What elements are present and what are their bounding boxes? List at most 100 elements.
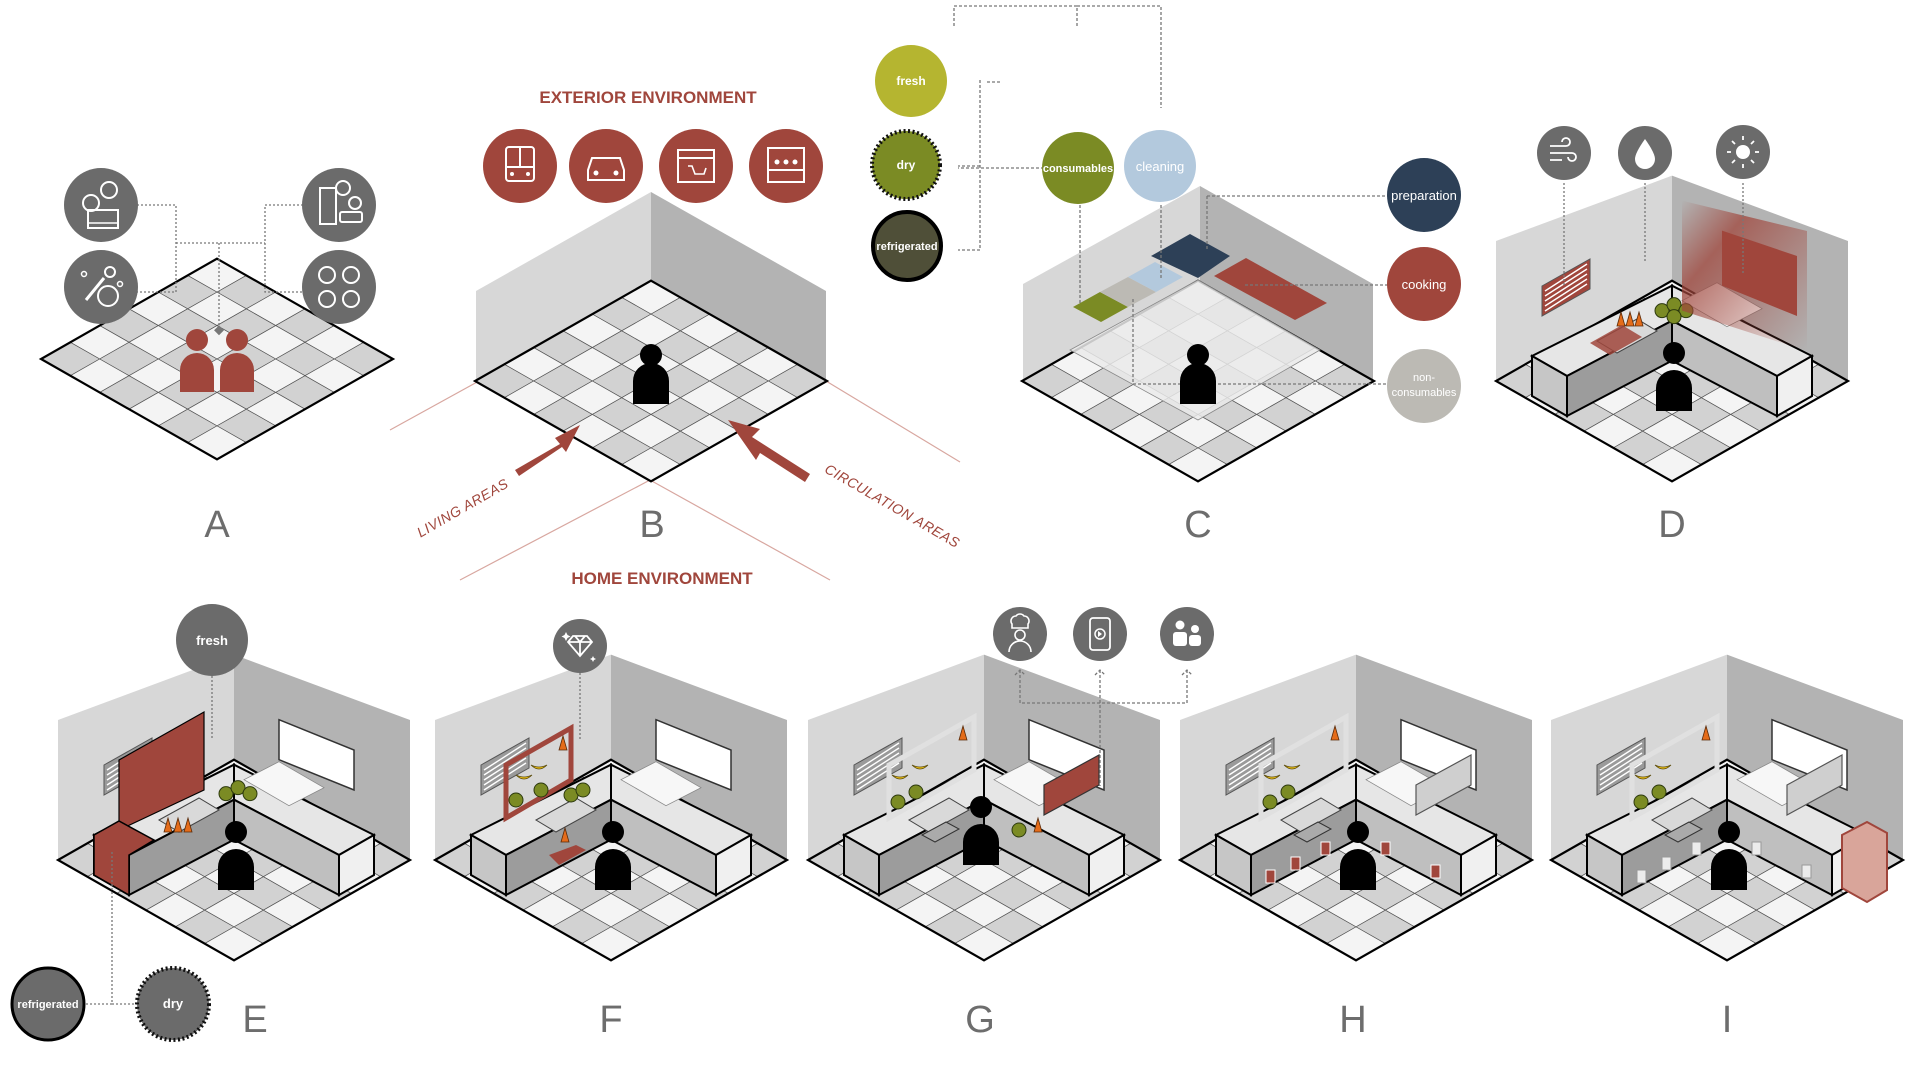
home-environment-heading: HOME ENVIRONMENT: [571, 569, 753, 588]
carrot: [558, 734, 568, 751]
kitchen-scene: [55, 654, 413, 962]
counter-end-right: [338, 833, 375, 897]
lettuce: [890, 794, 906, 810]
lettuce: [908, 784, 924, 800]
storage-dry: dry: [870, 129, 942, 201]
sink: [157, 797, 221, 833]
accessibility-sign: [1265, 869, 1276, 884]
dry-label: dry: [163, 996, 184, 1011]
connector-lines: [1563, 183, 1744, 285]
vent-slat: [483, 747, 527, 776]
floor-outline: [472, 279, 830, 483]
panel-letter: D: [1658, 504, 1685, 546]
banana: [530, 764, 548, 770]
lettuce: [1651, 784, 1667, 800]
panel-i: I: [1548, 654, 1906, 1041]
panel-f: F: [432, 619, 790, 1041]
vent-slat: [1599, 752, 1643, 781]
market-stall-icon: [749, 129, 823, 203]
smart-screen: [1043, 753, 1100, 817]
person-body: [963, 824, 999, 865]
window: [278, 718, 355, 792]
water-drop-icon: [1618, 126, 1672, 180]
accessibility-sign: [1290, 856, 1301, 871]
refrigerator-unit: [93, 820, 156, 897]
connector-lines: [84, 676, 213, 1005]
carrot: [1701, 724, 1711, 741]
counter-end-right: [1776, 354, 1813, 418]
drain-board: [243, 761, 325, 807]
vent-slat: [1544, 283, 1588, 312]
person-icon: [633, 344, 669, 404]
banana: [891, 774, 909, 780]
sink: [1279, 797, 1343, 833]
ventilation-grille: [1541, 258, 1591, 317]
open-shelf: [1258, 712, 1349, 823]
zone-lines: [389, 380, 961, 581]
person-head: [970, 796, 992, 818]
vent-slat: [856, 747, 900, 776]
zone-cleaning: cleaning: [1124, 130, 1196, 202]
person-body: [1656, 370, 1692, 411]
lettuce: [1280, 784, 1296, 800]
wall-right: [651, 192, 826, 380]
car-icon: [569, 129, 643, 203]
lettuce: [1654, 303, 1670, 319]
vent-slat: [483, 742, 527, 771]
zone-tile-consumables: [1073, 292, 1128, 322]
panel-letter: H: [1339, 999, 1366, 1041]
sink: [907, 797, 971, 833]
vent-slat: [1228, 742, 1272, 771]
banana: [1634, 774, 1652, 780]
panel-letter: B: [639, 504, 664, 546]
open-shelf: [1629, 712, 1720, 823]
storage-fresh: fresh: [875, 45, 947, 117]
lettuce: [1262, 794, 1278, 810]
connector-lines: [1014, 669, 1193, 786]
zone-preparation: preparation: [1387, 158, 1461, 232]
zone-tile-cleaning: [1128, 262, 1183, 292]
dry-label: dry: [897, 158, 916, 172]
consumables-label: consumables: [1043, 163, 1113, 175]
lettuce: [1011, 822, 1027, 838]
food-vegetables-icon: [64, 250, 138, 324]
wall-left: [1023, 186, 1200, 380]
accessibility-sign: [1801, 864, 1812, 879]
ventilation-grille: [853, 737, 903, 796]
carrot: [163, 816, 173, 833]
bus-icon: [483, 129, 557, 203]
panel-h: H: [1177, 654, 1535, 1041]
accessibility-sign: [1661, 856, 1672, 871]
kitchen-scene: [1548, 654, 1906, 962]
family-faces-icon: [302, 250, 376, 324]
vent-slat: [1228, 752, 1272, 781]
wall-left: [476, 192, 651, 380]
person-head: [225, 821, 247, 843]
lettuce: [1633, 794, 1649, 810]
non-consumables-label-2: consumables: [1392, 387, 1457, 399]
vent-slat: [1228, 762, 1272, 791]
banana: [911, 764, 929, 770]
zone-tile-preparation: [1151, 234, 1230, 278]
counter-end-right: [715, 833, 752, 897]
person-body: [1340, 849, 1376, 890]
carrot: [1033, 816, 1043, 833]
dry-circle: dry: [135, 966, 211, 1042]
drain-board: [620, 761, 702, 807]
panel-letter: A: [204, 504, 230, 546]
fresh-circle: fresh: [176, 604, 248, 676]
ventilation-grille: [1225, 737, 1275, 796]
accessibility-sign: [1430, 864, 1441, 879]
vent-slat: [1228, 747, 1272, 776]
wind-ventilation-icon: [1537, 126, 1591, 180]
buildings-finance-transport-icon: [302, 168, 376, 242]
sink: [1650, 797, 1714, 833]
circulation-areas-arrow: [728, 420, 810, 482]
two-people-icon: [180, 329, 254, 392]
vent-slat: [856, 752, 900, 781]
vent-slat: [1599, 747, 1643, 776]
carrot: [1634, 310, 1644, 327]
counter-end-right: [1088, 833, 1125, 897]
open-shelf: [503, 723, 574, 823]
